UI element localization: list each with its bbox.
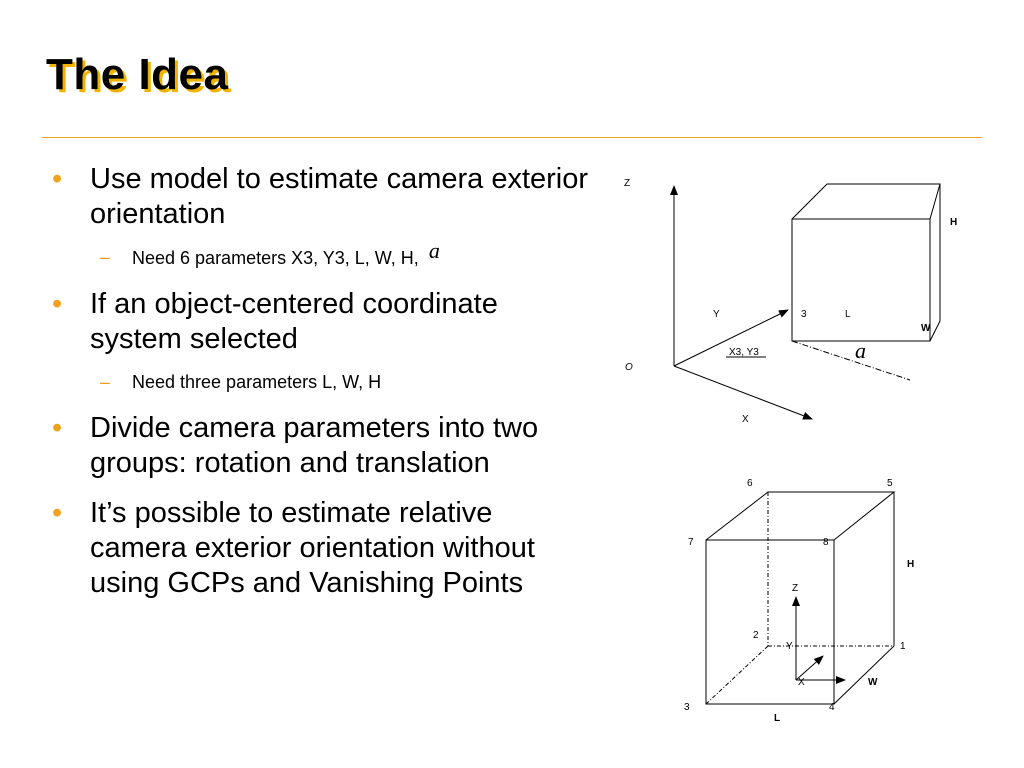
- box-top-face: [791, 183, 941, 220]
- d2-y-axis-line: [795, 655, 824, 681]
- bullet-4-text: It’s possible to estimate relative camer…: [90, 497, 535, 599]
- vertex-8-label: 8: [823, 537, 829, 548]
- bullet-1-text: Use model to estimate camera exterior or…: [90, 163, 589, 230]
- d1-origin-label: O: [625, 362, 633, 373]
- title-divider: [42, 137, 982, 138]
- sub-bullet-2: – Need three parameters L, W, H: [50, 370, 590, 394]
- alpha-symbol: a: [428, 238, 440, 263]
- box2-top-face: [705, 491, 896, 541]
- d1-height-label: H: [950, 217, 957, 228]
- bullet-4: • It’s possible to estimate relative cam…: [50, 496, 590, 601]
- diagram-object-box: [705, 491, 896, 705]
- box2-bottom-right-edge: [833, 645, 895, 705]
- bullet-1: • Use model to estimate camera exterior …: [50, 162, 590, 232]
- d1-y-label: Y: [713, 309, 720, 320]
- d2-length-label: L: [774, 713, 780, 724]
- vertex-3-label: 3: [684, 702, 690, 713]
- bullet-3-text: Divide camera parameters into two groups…: [90, 412, 539, 479]
- d2-width-label: W: [868, 677, 878, 688]
- d1-width-label: W: [921, 323, 931, 334]
- d1-corner-label: 3: [801, 309, 807, 320]
- box2-hidden-edges: [705, 492, 894, 705]
- d1-angle-label: a: [855, 338, 866, 363]
- bullet-marker: •: [52, 497, 63, 529]
- slide-title: The Idea: [46, 50, 229, 99]
- vertex-4-label: 4: [829, 702, 835, 713]
- box2-front-face: [705, 539, 835, 705]
- bullet-list: • Use model to estimate camera exterior …: [50, 162, 590, 616]
- angle-dashed-line: [791, 340, 911, 381]
- sub-bullet-1-text: Need 6 parameters X3, Y3, L, W, H,: [132, 248, 419, 268]
- d2-x-label: X: [798, 677, 805, 688]
- bullet-marker: •: [52, 412, 63, 444]
- d2-height-label: H: [907, 559, 914, 570]
- sub-bullet-2-text: Need three parameters L, W, H: [132, 372, 382, 392]
- bullet-2: • If an object-centered coordinate syste…: [50, 287, 590, 357]
- vertex-6-label: 6: [747, 478, 753, 489]
- bullet-3: • Divide camera parameters into two grou…: [50, 411, 590, 481]
- d1-z-label: Z: [624, 178, 630, 189]
- d1-position-label: X3, Y3: [729, 347, 759, 358]
- bullet-marker: •: [52, 288, 63, 320]
- vertex-5-label: 5: [887, 478, 893, 489]
- sub-bullet-marker: –: [100, 372, 111, 392]
- d1-length-label: L: [845, 309, 851, 320]
- d1-x-label: X: [742, 414, 749, 425]
- bullet-2-text: If an object-centered coordinate system …: [90, 288, 498, 355]
- sub-bullet-marker: –: [100, 247, 111, 267]
- vertex-1-label: 1: [900, 641, 906, 652]
- diagram-world-frame: [670, 183, 941, 420]
- y-axis-line: [673, 309, 789, 367]
- vertex-2-label: 2: [753, 630, 759, 641]
- sub-bullet-1: – Need 6 parameters X3, Y3, L, W, H, a: [50, 239, 590, 270]
- box-front-face: [791, 218, 931, 342]
- d2-y-label: Y: [786, 641, 793, 652]
- bullet-marker: •: [52, 163, 63, 195]
- box-side-face: [929, 184, 941, 342]
- d2-z-label: Z: [792, 583, 798, 594]
- x-axis-line: [673, 365, 813, 420]
- vertex-7-label: 7: [688, 537, 694, 548]
